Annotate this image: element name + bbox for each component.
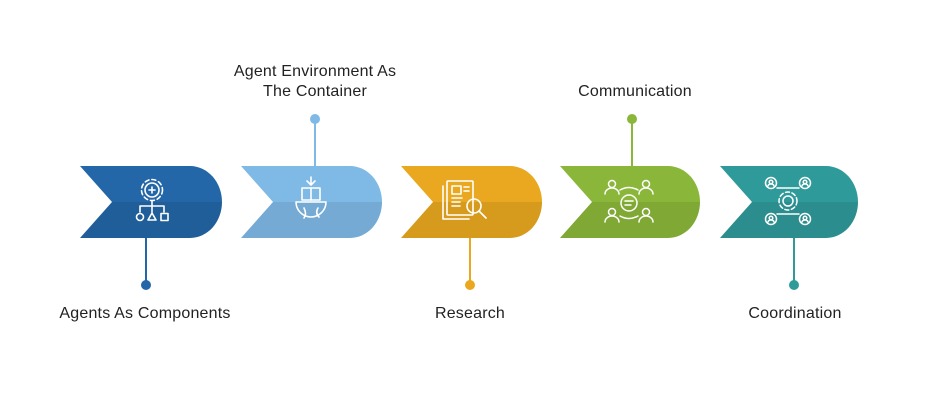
connector-dot	[627, 114, 637, 124]
chevron-shade	[720, 202, 858, 238]
chevron-shape	[720, 166, 858, 238]
chevron-shape	[401, 166, 542, 238]
connector-dot	[310, 114, 320, 124]
connector-dot	[141, 280, 151, 290]
label-agents-as-components: Agents As Components	[59, 305, 231, 322]
document-magnifier-icon	[442, 180, 487, 220]
connector-dot	[789, 280, 799, 290]
label-agent-environment: Agent Environment As The Container	[190, 62, 440, 102]
label-communication: Communication	[578, 83, 692, 100]
label-research: Research	[434, 305, 506, 322]
label-coordination: Coordination	[748, 305, 842, 322]
gear-flowchart-icon	[135, 178, 169, 222]
box-in-bowl-icon	[295, 176, 327, 219]
label-line-1: Agent Environment As	[233, 63, 397, 80]
chevron-shade	[401, 202, 542, 238]
chevron-shade	[560, 202, 700, 238]
label-line-2: The Container	[263, 83, 367, 100]
people-chat-icon	[604, 179, 654, 223]
chevron-shade	[241, 202, 382, 238]
chevron-shape	[560, 166, 700, 238]
step-coordination	[720, 166, 858, 290]
step-agents-as-components	[80, 166, 222, 290]
step-agent-environment	[241, 114, 382, 238]
chevron-shape	[80, 166, 222, 238]
people-gear-icon	[764, 176, 812, 226]
step-research	[401, 166, 542, 290]
connector-dot	[465, 280, 475, 290]
step-communication	[560, 114, 700, 238]
